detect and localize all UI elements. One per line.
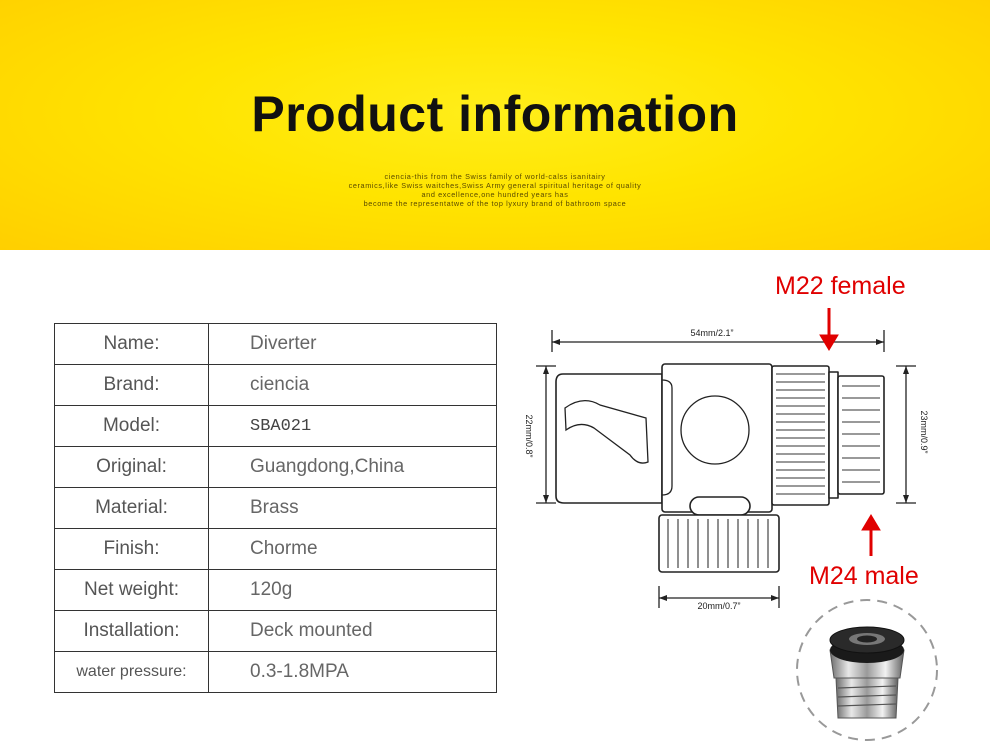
spec-value: Brass — [208, 487, 497, 529]
spec-label: water pressure: — [54, 651, 209, 693]
table-row: Original: Guangdong,China — [54, 446, 497, 488]
right-height-dimension-label: 23mm/0.9” — [919, 410, 929, 453]
spec-value: 120g — [208, 569, 497, 611]
width-dimension-label: 54mm/2.1” — [690, 328, 733, 338]
brand-tagline: ciencia-this from the Swiss family of wo… — [300, 172, 690, 208]
m24-male-threaded-inlet — [658, 514, 780, 573]
spec-label: Model: — [54, 405, 209, 447]
diverter-knob — [680, 395, 750, 465]
outlet-threaded-nipple — [837, 375, 885, 495]
tagline-line: ciencia-this from the Swiss family of wo… — [384, 172, 606, 181]
table-row: Name: Diverter — [54, 323, 497, 365]
table-row: Installation: Deck mounted — [54, 610, 497, 652]
table-row: Material: Brass — [54, 487, 497, 529]
m22-female-knurled-nut — [771, 365, 830, 506]
tagline-line: ceramics,like Swiss waitches,Swiss Army … — [348, 181, 642, 190]
m24-male-callout: M24 male — [809, 562, 919, 590]
down-arrow-icon — [819, 334, 839, 351]
spec-label: Original: — [54, 446, 209, 488]
spec-value: Guangdong,China — [208, 446, 497, 488]
table-row: Model: SBA021 — [54, 405, 497, 447]
page-title: Product information — [251, 86, 739, 142]
tagline-line: become the representatwe of the top lyxu… — [363, 199, 627, 208]
table-row: water pressure: 0.3-1.8MPA — [54, 651, 497, 693]
table-row: Net weight: 120g — [54, 569, 497, 611]
spec-value: 0.3-1.8MPA — [208, 651, 497, 693]
spec-value: Chorme — [208, 528, 497, 570]
inlet-dimension-label: 20mm/0.7” — [697, 601, 740, 611]
diverter-valve-body — [661, 363, 773, 513]
bottom-hex-collar — [689, 496, 751, 516]
up-arrow-icon — [861, 514, 881, 531]
diverter-lever — [564, 400, 649, 464]
left-height-dimension-label: 22mm/0.8” — [524, 414, 534, 457]
m22-female-callout: M22 female — [775, 272, 906, 300]
body-seam — [661, 379, 673, 496]
nut-collar — [828, 371, 839, 499]
header-banner: Product information ciencia-this from th… — [0, 0, 990, 250]
table-row: Brand: ciencia — [54, 364, 497, 406]
spec-value: Diverter — [208, 323, 497, 365]
spec-value: SBA021 — [208, 405, 497, 447]
adapter-photo — [829, 626, 905, 719]
spec-label: Name: — [54, 323, 209, 365]
spec-label: Net weight: — [54, 569, 209, 611]
spec-table: Name: Diverter Brand: ciencia Model: SBA… — [54, 323, 497, 693]
spec-label: Material: — [54, 487, 209, 529]
tagline-line: and excellence,one hundred years has — [421, 190, 569, 199]
